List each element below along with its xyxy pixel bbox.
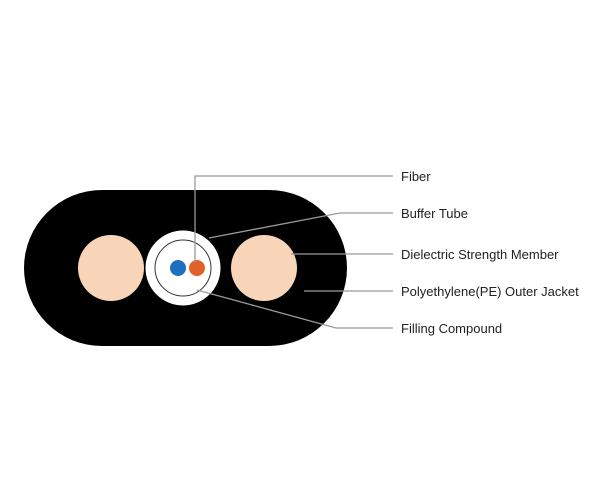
strength-member-right [231,235,297,301]
label-buffer-tube: Buffer Tube [401,206,468,221]
label-strength-member: Dielectric Strength Member [401,247,559,262]
leader-line-buffer-tube [208,212,393,239]
fiber-orange [189,260,205,276]
leader-line-fiber [194,175,393,262]
label-filling-compound: Filling Compound [401,321,502,336]
label-outer-jacket: Polyethylene(PE) Outer Jacket [401,284,579,299]
strength-member-left [78,235,144,301]
fiber-blue [170,260,186,276]
leader-line-filling-compound [196,289,393,329]
label-fiber: Fiber [401,169,431,184]
